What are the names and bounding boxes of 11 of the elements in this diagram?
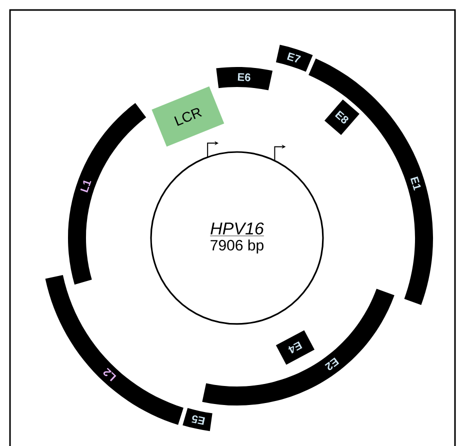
- gene-box: E4: [276, 330, 314, 365]
- gene-arc: L2: [45, 275, 184, 425]
- gene-arc: L1: [68, 103, 146, 285]
- gene-arc: E5: [182, 408, 212, 432]
- genome-name: HPV16: [210, 222, 264, 236]
- genome-circle: [150, 151, 324, 325]
- gene-arc: E7: [276, 44, 313, 72]
- gene-arc: E6: [216, 67, 273, 90]
- region-box: LCR: [152, 86, 224, 147]
- gene-box: E8: [324, 99, 360, 136]
- genome-size: 7906 bp: [210, 240, 264, 254]
